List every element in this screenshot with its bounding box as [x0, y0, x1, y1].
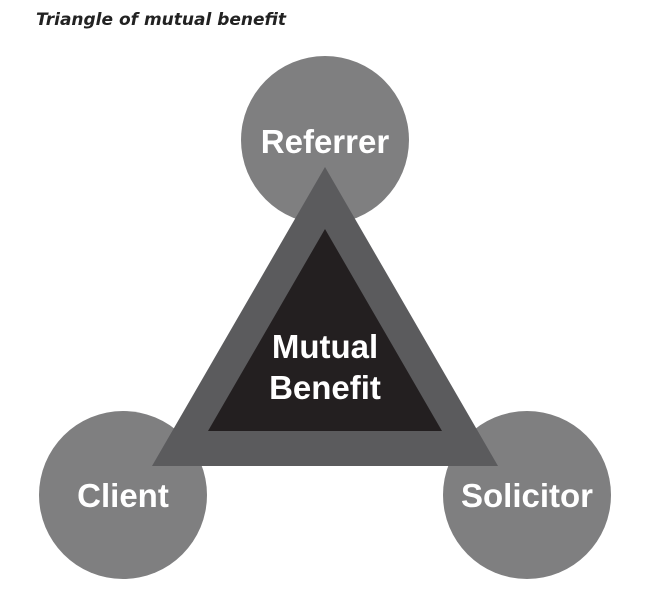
referrer-circle	[241, 56, 409, 224]
center-label-line1: Mutual	[272, 328, 378, 365]
referrer-label: Referrer	[261, 123, 390, 160]
diagram-caption: Triangle of mutual benefit	[36, 10, 287, 30]
center-label-line2: Benefit	[269, 369, 381, 406]
solicitor-label: Solicitor	[461, 477, 593, 514]
inner-triangle	[208, 229, 442, 431]
client-label: Client	[77, 477, 169, 514]
